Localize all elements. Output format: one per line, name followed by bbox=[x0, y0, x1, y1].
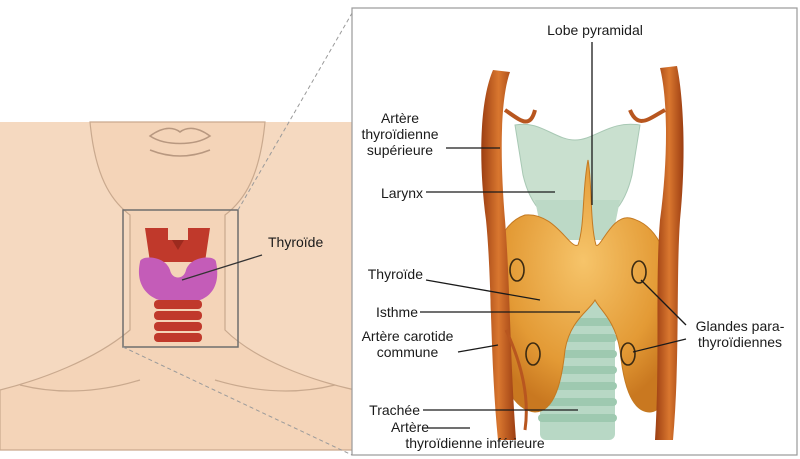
label-isthme: Isthme bbox=[340, 304, 418, 320]
label-artere-carotide-commune: Artère carotide commune bbox=[355, 328, 460, 360]
label-artere-thyroidienne-inferieure: Artère thyroïdienne inférieure bbox=[380, 419, 570, 451]
label-line: Artère bbox=[355, 110, 445, 126]
label-thyroide: Thyroïde bbox=[340, 266, 423, 282]
label-line: supérieure bbox=[355, 142, 445, 158]
neck-panel bbox=[0, 122, 355, 450]
label-glandes-parathyroidiennes: Glandes para- thyroïdiennes bbox=[686, 318, 794, 350]
label-line: Artère carotide bbox=[355, 328, 460, 344]
detail-panel bbox=[352, 8, 797, 455]
label-line: thyroïdiennes bbox=[686, 334, 794, 350]
label-line: thyroïdienne bbox=[355, 126, 445, 142]
label-larynx: Larynx bbox=[360, 185, 423, 201]
label-line: thyroïdienne inférieure bbox=[380, 435, 570, 451]
label-line: commune bbox=[355, 344, 460, 360]
label-thyroid-neck: Thyroïde bbox=[268, 234, 323, 250]
label-lobe-pyramidal: Lobe pyramidal bbox=[540, 22, 650, 38]
label-line: Glandes para- bbox=[686, 318, 794, 334]
label-artere-thyroidienne-superieure: Artère thyroïdienne supérieure bbox=[355, 110, 445, 158]
label-trachee: Trachée bbox=[340, 402, 420, 418]
label-line: Artère bbox=[380, 419, 440, 435]
